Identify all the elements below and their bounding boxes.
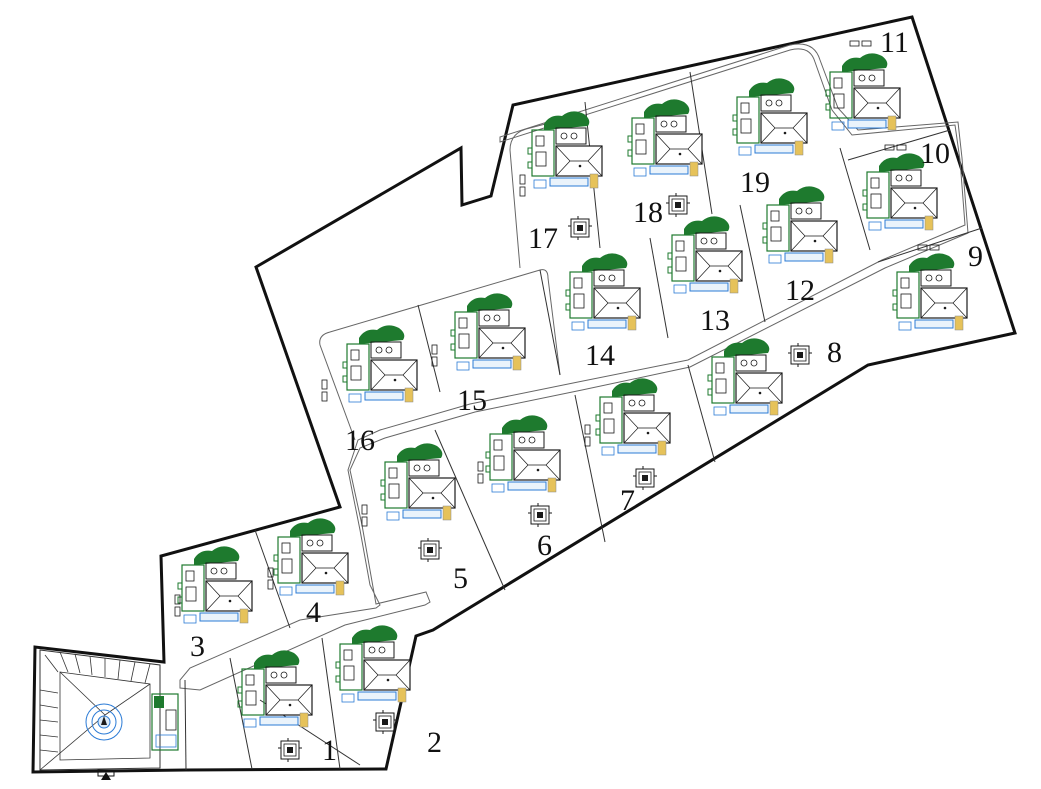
internal-road: [179, 43, 969, 691]
lot-label-10: 10: [920, 137, 950, 170]
roundabout-icon: [85, 703, 123, 741]
entrance-plaza: [39, 649, 161, 771]
lot-label-16: 16: [345, 424, 375, 457]
road-loop-west: [319, 269, 561, 441]
lot-label-17: 17: [528, 222, 558, 255]
lot-label-13: 13: [700, 304, 730, 337]
lot-label-3: 3: [190, 630, 205, 663]
site-boundary: [31, 15, 1017, 774]
lot-divisions: [184, 71, 983, 771]
road-loop-north: [509, 114, 581, 269]
house-plan-icon: [177, 52, 968, 728]
lot-label-7: 7: [620, 484, 635, 517]
lot-label-8: 8: [827, 336, 842, 369]
north-arrow-icon: [97, 769, 115, 780]
lot-label-14: 14: [585, 339, 615, 372]
lot-labels: 1 2 3 4 5 6 7 8 9 10 11 12 13 14 15 16 1…: [190, 26, 983, 767]
lot-label-9: 9: [968, 240, 983, 273]
lot-label-11: 11: [880, 26, 909, 59]
lot-label-6: 6: [537, 529, 552, 562]
lot-label-15: 15: [457, 384, 487, 417]
gatehouse: [151, 693, 179, 751]
lot-label-12: 12: [785, 274, 815, 307]
lot-label-4: 4: [306, 596, 321, 629]
lot-label-18: 18: [633, 196, 663, 229]
lot-label-2: 2: [427, 726, 442, 759]
lot-label-1: 1: [322, 734, 337, 767]
lot-label-5: 5: [453, 562, 468, 595]
lot-label-19: 19: [740, 166, 770, 199]
